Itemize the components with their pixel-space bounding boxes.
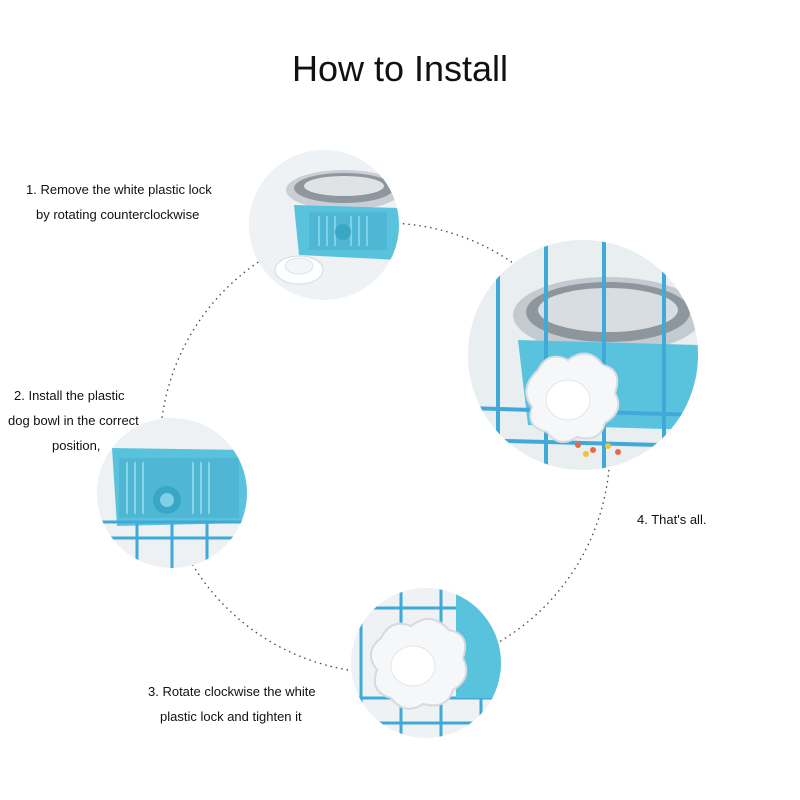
step-1-instruction: 1. Remove the white plastic lock by rota… [26,177,256,227]
step-2-line-2: dog bowl in the correct [8,413,139,428]
step-3-line-2: plastic lock and tighten it [160,709,302,724]
step-4-instruction: 4. That's all. [637,507,757,532]
step-2-line-1: 2. Install the plastic [14,388,125,403]
step-2-instruction: 2. Install the plastic dog bowl in the c… [8,383,168,458]
step-1-photo [249,150,399,300]
step-4-line-1: 4. That's all. [637,512,707,527]
step-3-instruction: 3. Rotate clockwise the white plastic lo… [148,679,348,729]
step-3-photo [351,588,501,738]
step-2-photo [97,418,247,568]
page-title: How to Install [291,48,509,89]
bowl-positioned-on-cage-illustration [97,418,247,568]
step-4-photo [468,240,698,470]
step-3-line-1: 3. Rotate clockwise the white [148,684,316,699]
installed-bowl-illustration [468,240,698,470]
bowl-with-lock-removed-illustration [249,150,399,300]
tightening-lock-illustration [351,588,501,738]
step-1-line-2: by rotating counterclockwise [36,207,200,222]
step-2-line-3: position, [52,438,101,453]
step-1-line-1: 1. Remove the white plastic lock [26,182,212,197]
